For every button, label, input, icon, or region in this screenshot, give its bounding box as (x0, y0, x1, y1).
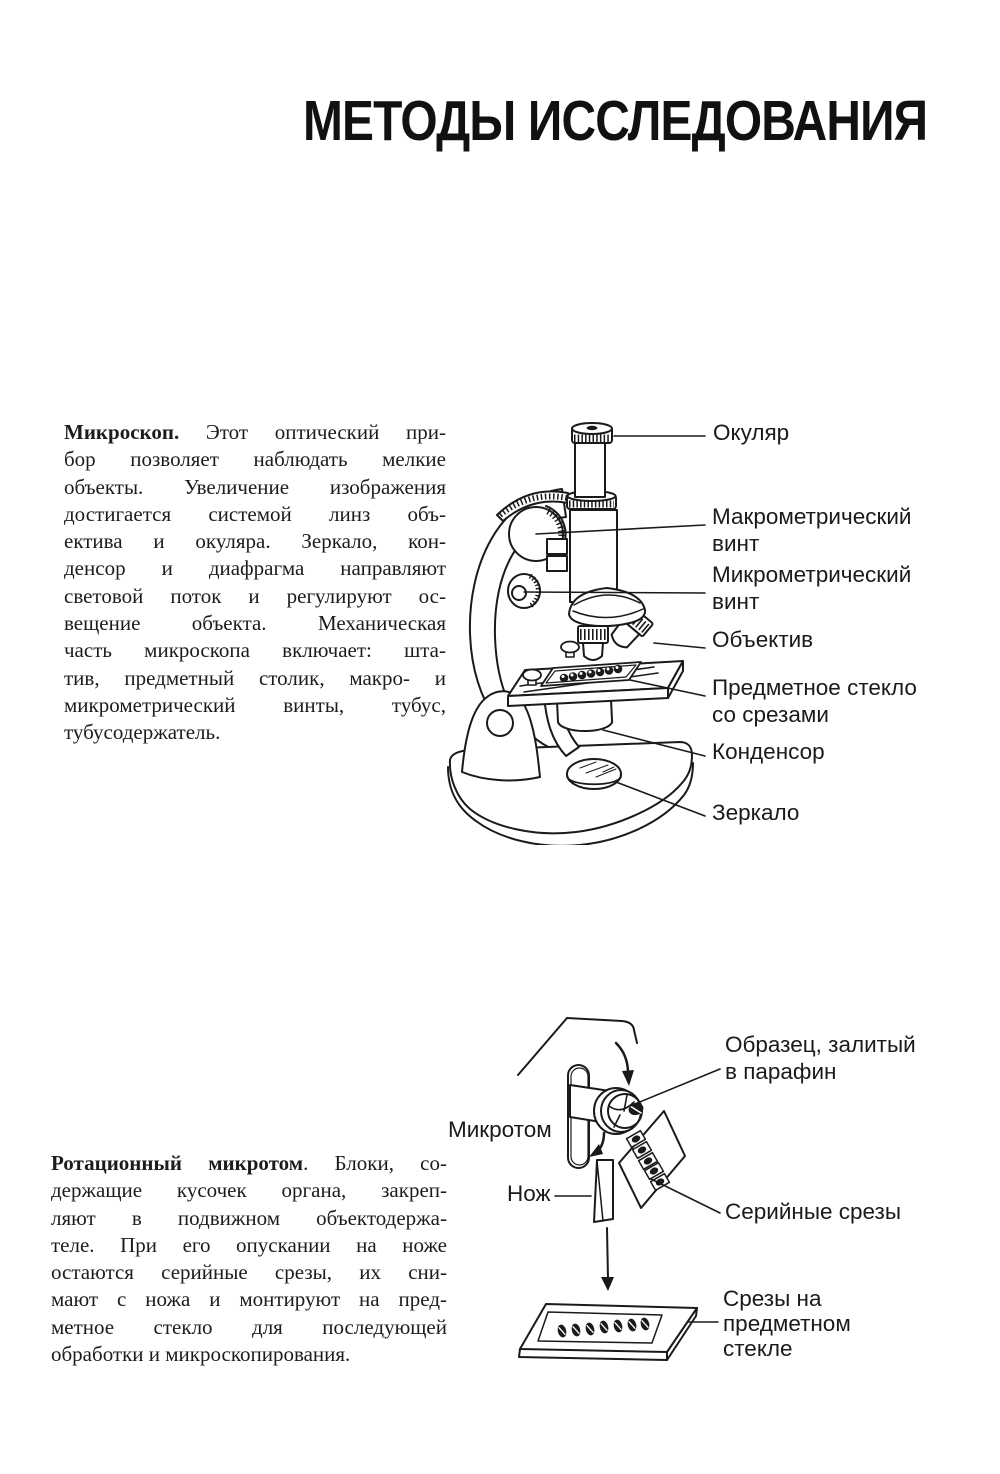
label-microtome: Микротом (448, 1117, 552, 1142)
paragraph-line: метное стекло для последующей (51, 1314, 447, 1339)
label-slide: Предметное стекло со срезами (712, 675, 917, 727)
paragraph-line: объекты. Увеличение изображения (64, 474, 446, 499)
leader-condenser (602, 729, 706, 757)
slide-sections (559, 664, 623, 683)
paragraph-line: теле. При его опускании на ноже (51, 1232, 447, 1257)
label-knife: Нож (507, 1181, 551, 1206)
paragraph-lead: Микроскоп. (64, 420, 180, 444)
paragraph-line: бор позволяет наблюдать мелкие (64, 447, 446, 472)
paragraph-line: достигается системой линз объ- (64, 501, 446, 526)
label-objective: Объектив (712, 627, 814, 652)
paragraph-line: микрометрический винты, тубус, (64, 692, 446, 717)
pillar-hole (486, 709, 514, 737)
leader-mirror (615, 781, 706, 817)
condenser-body (556, 698, 614, 733)
rack-detail (546, 538, 568, 555)
microscope-paragraph: Микроскоп. Этот оптический при- бор позв… (64, 419, 446, 747)
leader-specimen (629, 1068, 721, 1107)
transfer-arrow (606, 1227, 609, 1280)
label-fine-screw: Микрометрический винт (712, 562, 912, 614)
paragraph-line: Микроскоп. Этот оптический при- (64, 420, 446, 444)
microscope-diagram (447, 422, 706, 845)
paragraph-line: тив, предметный столик, макро- и (64, 665, 446, 690)
paragraph-line: остаются серийные срезы, их сни- (51, 1260, 447, 1285)
label-condenser: Конденсор (712, 739, 825, 764)
eyepiece-barrel (574, 441, 606, 498)
paragraph-lead: Ротационный микротом (51, 1151, 304, 1175)
paragraph-line: держащие кусочек органа, закреп- (51, 1178, 447, 1203)
label-mirror: Зеркало (712, 800, 800, 825)
paragraph-line: мают с ножа и монтируют на пред- (51, 1287, 447, 1312)
label-slide-sections: Срезы на предметном стекле (723, 1286, 851, 1361)
leader-coarse-screw (535, 524, 706, 535)
leader-lines (523, 435, 706, 817)
paragraph-line: обработки и микроскопирования. (51, 1342, 351, 1367)
paragraph-line: световой поток и регулируют ос- (64, 583, 446, 608)
paragraph-line: денсор и диафрагма направляют (64, 556, 446, 581)
leader-fine-screw (523, 591, 706, 594)
glass-slide (519, 1303, 698, 1353)
paragraph-line: тубусодержатель. (64, 720, 221, 745)
paragraph-line: Ротационный микротом. Блоки, со- (51, 1151, 447, 1175)
leader-objective (653, 642, 706, 649)
sections-on-slide (557, 1317, 650, 1338)
microtome-diagram (517, 1017, 721, 1361)
page-title: МЕТОДЫ ИССЛЕДОВАНИЯ (303, 89, 928, 153)
label-specimen: Образец, залитый в парафин (725, 1032, 916, 1084)
label-eyepiece: Окуляр (713, 420, 790, 445)
microtome-paragraph: Ротационный микротом. Блоки, со- держащи… (51, 1150, 447, 1368)
body-tube (569, 509, 618, 603)
paragraph-line: ляют в подвижном объектодержа- (51, 1205, 447, 1230)
paragraph-line: вещение объекта. Механическая (64, 611, 446, 636)
serial-sections-chain (625, 1129, 671, 1192)
microtome-knife (593, 1159, 614, 1223)
mirror-disc (566, 758, 622, 790)
label-serial-sections: Серийные срезы (725, 1199, 902, 1224)
paragraph-line: часть микроскопа включает: шта- (64, 638, 446, 663)
leader-slide (629, 679, 706, 697)
microtome-plate (517, 1017, 638, 1076)
rack-detail (546, 555, 568, 572)
paragraph-line: ектива и окуляра. Зеркало, кон- (64, 529, 446, 554)
label-coarse-screw: Макрометрический винт (712, 504, 912, 556)
leader-serial-sections (650, 1178, 721, 1214)
down-motion-arrow (614, 1041, 630, 1075)
